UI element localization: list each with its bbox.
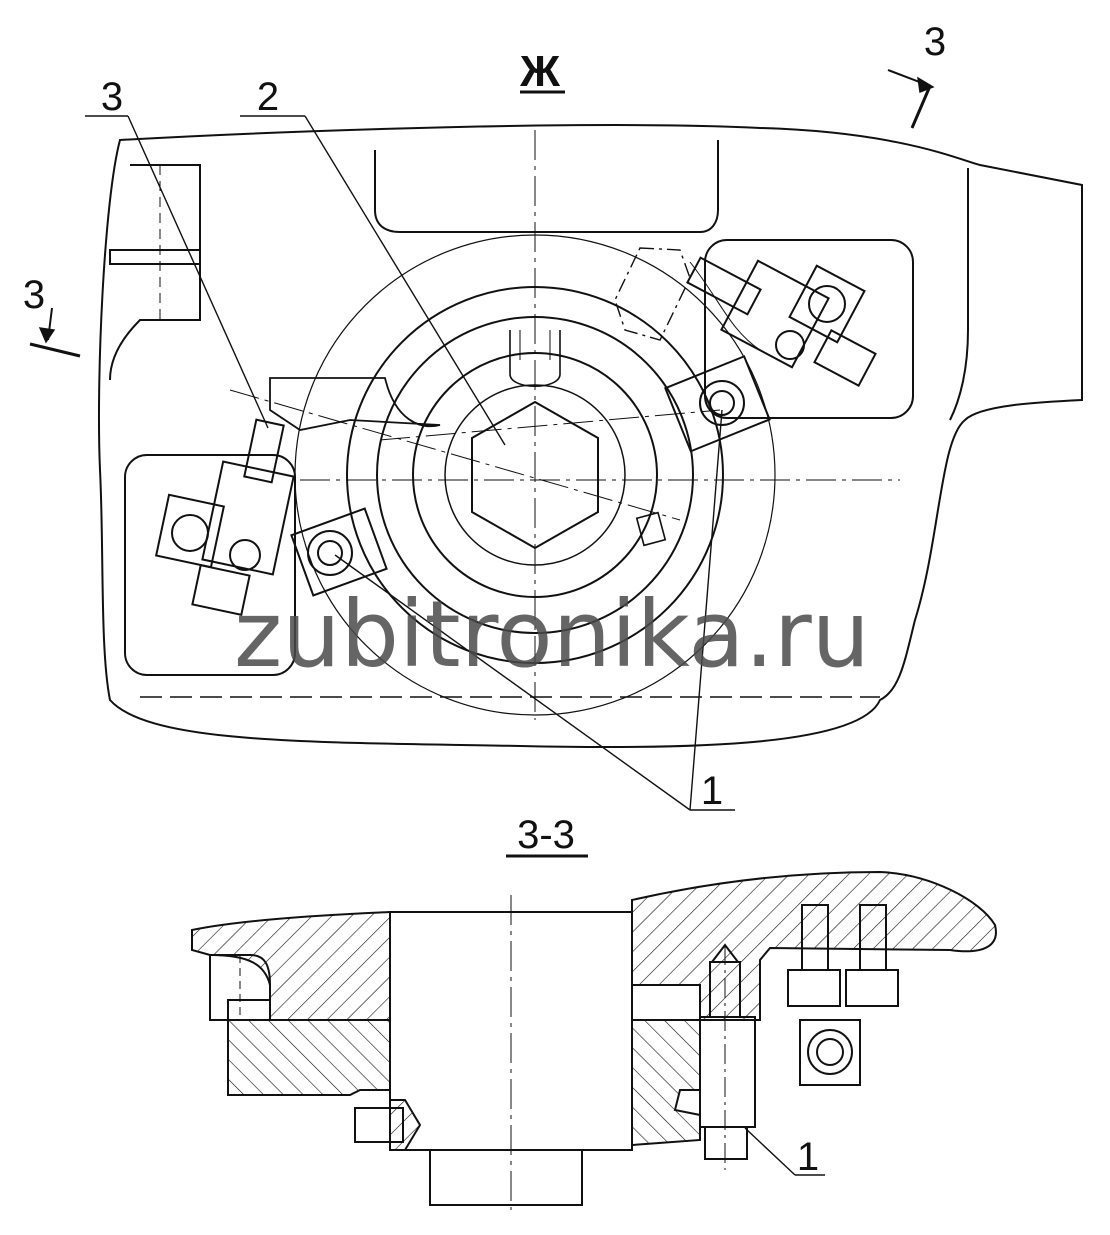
upper-recess [374, 140, 719, 233]
right-stud [699, 943, 756, 1170]
leader-lines [29, 69, 935, 811]
view-section-3-3 [191, 870, 997, 1210]
top-right-bolts [787, 904, 899, 1086]
shaft-stub [429, 1149, 583, 1206]
housing-outline [97, 124, 1083, 749]
view-zh [97, 124, 1083, 749]
flange-left [227, 1019, 391, 1096]
left-arm [269, 377, 441, 431]
left-pocket [124, 454, 296, 676]
right-screw-assembly [686, 256, 877, 387]
right-nut-assembly [664, 355, 771, 453]
section-marker-top: 3 [924, 20, 946, 64]
right-pocket [704, 239, 914, 419]
left-nut-assembly [290, 507, 388, 597]
callout-2: 2 [257, 75, 279, 119]
top-pin [509, 330, 561, 387]
section-title-3-3: 3-3 [517, 813, 575, 857]
right-lug [949, 168, 969, 421]
flange-right [631, 1019, 701, 1147]
watermark: zubitronika.ru [234, 581, 870, 688]
callout-1-section: 1 [797, 1135, 819, 1179]
right-key [635, 511, 667, 547]
left-block [109, 164, 201, 381]
housing-right-hatched [631, 870, 997, 1021]
left-block-slot [109, 249, 201, 265]
left-screw-assembly [154, 418, 295, 616]
view-title-zh: Ж [519, 47, 560, 96]
callout-1-upper: 1 [701, 769, 723, 813]
housing-left-hatched [191, 910, 391, 1021]
callout-3: 3 [101, 75, 123, 119]
section-marker-left: 3 [23, 273, 45, 317]
